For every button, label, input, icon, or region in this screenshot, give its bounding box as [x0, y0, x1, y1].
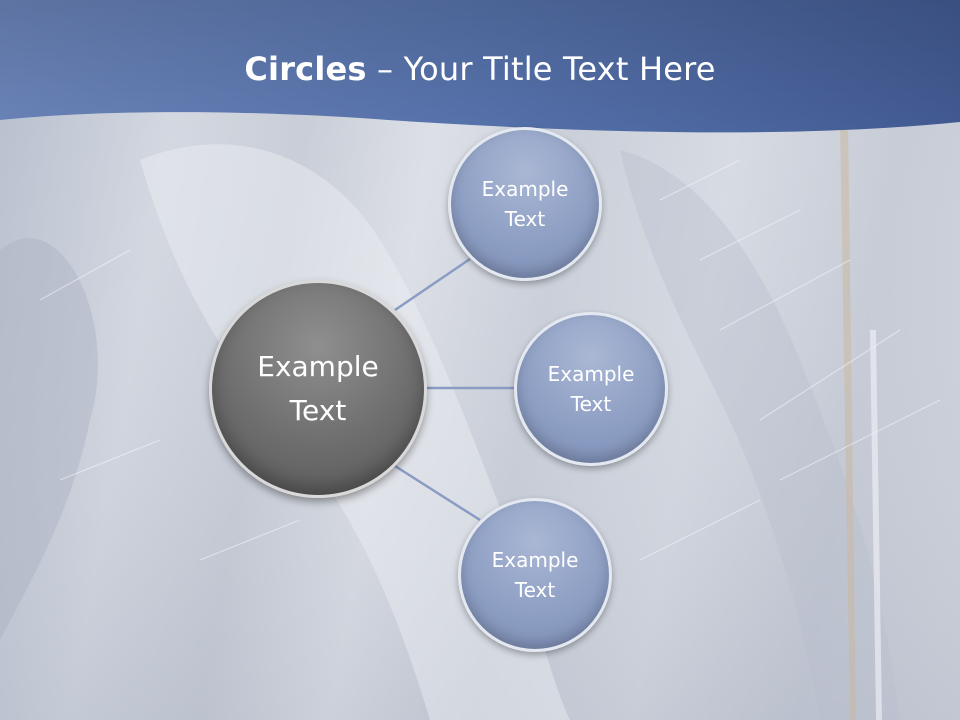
slide-title-bold: Circles	[244, 50, 367, 88]
center-circle[interactable]: Example Text	[209, 280, 427, 498]
outer-circle-label: Example Text	[491, 548, 579, 602]
outer-circle-middle[interactable]: Example Text	[514, 312, 668, 466]
outer-circle-label: Example Text	[481, 177, 569, 231]
header-band	[0, 0, 960, 133]
slide-title-rest: – Your Title Text Here	[366, 50, 716, 88]
connector-bottom	[394, 464, 481, 522]
center-circle-label: Example Text	[257, 350, 379, 427]
outer-circle-label: Example Text	[547, 362, 635, 416]
outer-circle-bottom[interactable]: Example Text	[458, 498, 612, 652]
slide-title: Circles – Your Title Text Here	[0, 50, 960, 88]
connector-top	[394, 257, 471, 312]
outer-circle-top[interactable]: Example Text	[448, 127, 602, 281]
